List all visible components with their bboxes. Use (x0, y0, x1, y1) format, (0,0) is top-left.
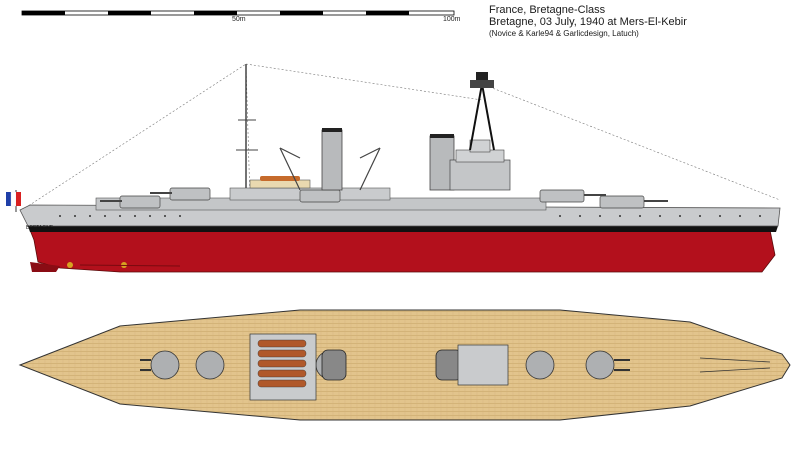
tricolor-flag (6, 191, 21, 207)
hull-name: BRETAGNE (26, 225, 54, 231)
side-profile: BRETAGNE (6, 63, 781, 273)
cranes (279, 147, 381, 191)
top-view (18, 309, 791, 421)
scale-label-100m: 100m (443, 16, 461, 23)
side-turrets (100, 187, 668, 209)
hull-red (29, 229, 776, 273)
funnel-aft (321, 129, 343, 191)
caption-line-2: Bretagne, 03 July, 1940 at Mers-El-Kebir (489, 16, 687, 28)
rigging-lines (21, 63, 781, 211)
scale-label-50m: 50m (232, 16, 246, 23)
caption-line-3: (Novice & Karle94 & Garlicdesign, Latuch… (489, 29, 639, 38)
caption-block: France, Bretagne-Class Bretagne, 03 July… (489, 4, 687, 39)
scale-bar (21, 10, 455, 16)
deck-outline (18, 309, 791, 421)
caption-line-1: France, Bretagne-Class (489, 4, 606, 16)
foremast (469, 83, 495, 151)
anchor-chains (699, 357, 771, 373)
boats (257, 339, 307, 388)
portholes (59, 215, 761, 217)
